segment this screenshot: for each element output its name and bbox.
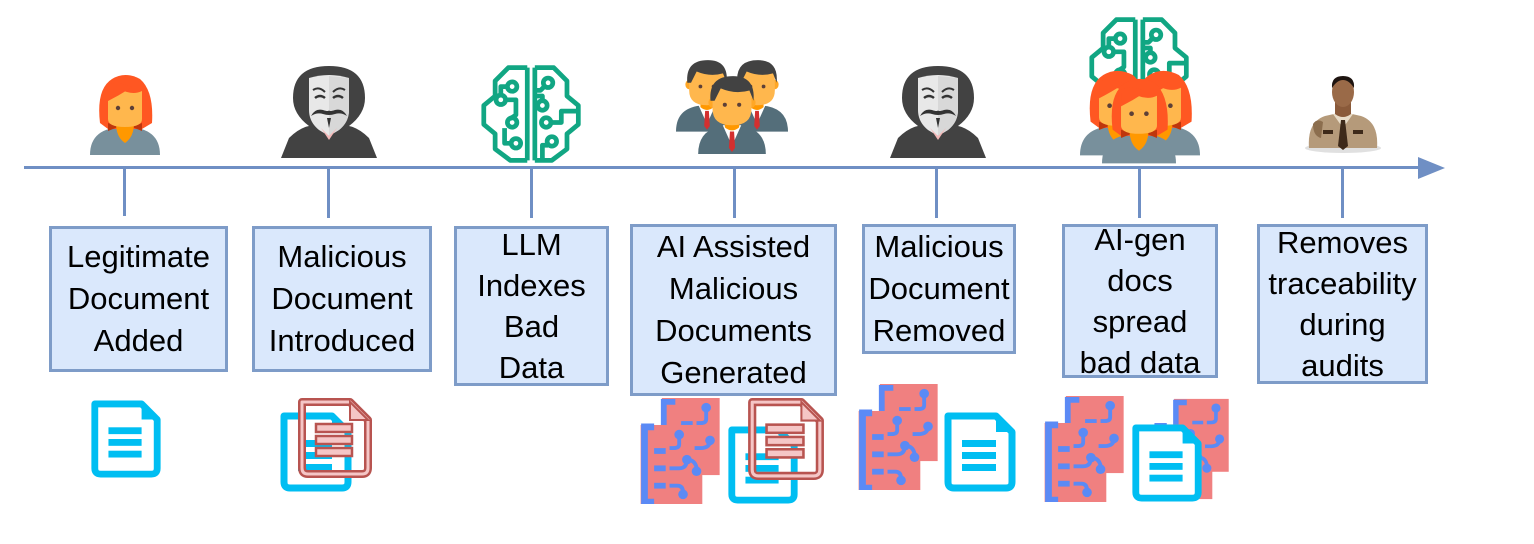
event-label-line: Documents xyxy=(655,313,812,348)
malicious-document-icon xyxy=(294,398,374,478)
event-label-line: AI-gen xyxy=(1094,222,1186,257)
event-label-line: Document xyxy=(67,281,210,316)
timeline-axis xyxy=(24,166,1424,169)
event-label-line: AI Assisted xyxy=(656,229,811,264)
user-woman-icon xyxy=(90,70,160,156)
event-label-line: Removes xyxy=(1277,225,1408,260)
legit-document-icon xyxy=(1128,424,1206,502)
event-label-line: Added xyxy=(93,323,184,358)
anonymous-hacker-icon xyxy=(279,66,379,158)
ai-generated-document-icon xyxy=(640,398,728,504)
businessmen-group-icon xyxy=(676,56,792,156)
event-label-line: Introduced xyxy=(268,323,416,358)
event-label-line: Malicious xyxy=(277,239,407,274)
event-label-line: docs xyxy=(1107,263,1173,298)
users-with-ai-brain-icon xyxy=(1080,14,1200,162)
event-label-line: Document xyxy=(271,281,413,316)
security-auditor-icon xyxy=(1303,66,1383,158)
legit-document-icon xyxy=(87,400,165,478)
timeline-tick xyxy=(733,166,736,218)
legit-document-icon xyxy=(940,412,1020,492)
event-box-ai-gen-spread: AI-gen docs spread bad data xyxy=(1062,222,1218,380)
malicious-document-icon xyxy=(744,398,826,480)
event-label-line: Malicious xyxy=(668,271,799,306)
ai-generated-document-icon xyxy=(1044,396,1132,502)
event-box-malicious-introduced: Malicious Document Introduced xyxy=(252,226,432,372)
event-label-line: LLM xyxy=(501,227,562,262)
timeline-tick xyxy=(327,166,330,218)
event-box-malicious-removed: Malicious Document Removed xyxy=(862,224,1016,354)
timeline-tick xyxy=(1138,166,1141,218)
timeline-tick xyxy=(530,166,533,218)
event-label-line: bad data xyxy=(1079,345,1201,380)
event-label-line: Document xyxy=(868,271,1010,306)
event-box-ai-assisted-generated: AI Assisted Malicious Documents Generate… xyxy=(630,224,837,396)
event-label-line: Malicious xyxy=(874,229,1004,264)
event-label-line: during xyxy=(1299,307,1386,342)
event-label-line: audits xyxy=(1301,348,1384,383)
event-label-line: traceability xyxy=(1268,266,1417,301)
event-label-line: Generated xyxy=(660,355,807,390)
anonymous-hacker-icon xyxy=(888,66,988,158)
event-label-line: Removed xyxy=(872,313,1006,348)
event-label-line: Legitimate xyxy=(66,239,211,274)
event-box-llm-indexes: LLM Indexes Bad Data xyxy=(454,226,609,386)
event-box-removes-traceability: Removes traceability during audits xyxy=(1257,224,1428,384)
event-box-legit-added: Legitimate Document Added xyxy=(49,226,228,372)
timeline-tick xyxy=(1341,166,1344,218)
ai-brain-icon xyxy=(480,62,584,166)
event-label-line: Data xyxy=(498,350,565,385)
event-label-line: Indexes xyxy=(477,268,586,303)
timeline-tick xyxy=(123,166,126,216)
timeline-arrowhead-icon xyxy=(1418,157,1445,179)
event-label-line: Bad xyxy=(503,309,560,344)
event-label-line: spread xyxy=(1092,304,1188,339)
ai-generated-document-icon xyxy=(858,384,946,490)
timeline-tick xyxy=(935,166,938,218)
